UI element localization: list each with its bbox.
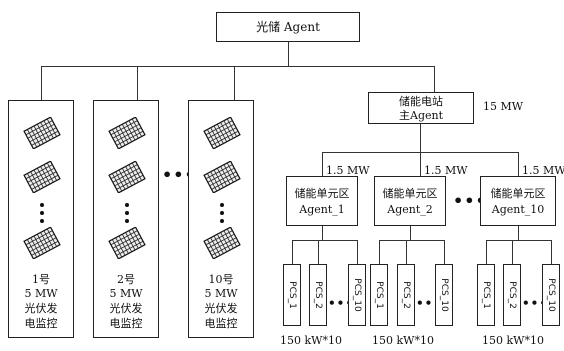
connector	[318, 240, 319, 264]
pv-station-power: 5 MW	[9, 287, 73, 300]
connector	[41, 66, 435, 67]
pcs-box: PCS_2	[309, 264, 327, 326]
pv-station-name-2: 电监控	[9, 317, 73, 330]
pcs-box: PCS_10	[542, 264, 560, 326]
connector	[551, 240, 552, 264]
pcs-label: PCS_2	[313, 281, 323, 309]
pv-station-id: 2号	[94, 273, 158, 286]
pcs-label: PCS_1	[287, 281, 297, 309]
storage-unit-agent-1: 储能单元区 Agent_1	[286, 176, 358, 226]
pcs-label: PCS_10	[439, 278, 449, 311]
solar-panel-icon	[23, 227, 61, 259]
solar-panel-icon	[23, 161, 61, 193]
connector	[288, 42, 289, 66]
pcs-box: PCS_1	[283, 264, 301, 326]
pcs-box: PCS_2	[397, 264, 415, 326]
connector	[486, 240, 552, 241]
storage-unit-line2: Agent_1	[287, 203, 357, 216]
pv-station-1: 1号 5 MW 光伏发 电监控	[8, 100, 74, 338]
connector	[420, 152, 421, 176]
storage-unit-line1: 储能单元区	[375, 187, 445, 200]
pv-station-name-1: 光伏发	[189, 302, 253, 315]
root-agent-node: 光储 Agent	[216, 12, 360, 42]
pv-station-10: 10号 5 MW 光伏发 电监控	[188, 100, 254, 338]
pcs-total-label: 150 kW*10	[280, 334, 342, 347]
connector	[444, 240, 445, 264]
connector	[322, 152, 323, 176]
connector	[434, 66, 435, 92]
pcs-label: PCS_1	[374, 281, 384, 309]
vertical-ellipsis	[39, 203, 45, 227]
solar-panel-icon	[108, 227, 146, 259]
pv-station-name-2: 电监控	[94, 317, 158, 330]
connector	[292, 240, 358, 241]
connector	[410, 226, 411, 240]
connector	[379, 240, 380, 264]
connector	[486, 240, 487, 264]
pv-station-name-1: 光伏发	[9, 302, 73, 315]
storage-unit-line1: 储能单元区	[287, 187, 357, 200]
pcs-box: PCS_1	[370, 264, 388, 326]
solar-panel-icon	[203, 161, 241, 193]
pv-station-name-1: 光伏发	[94, 302, 158, 315]
solar-panel-icon	[108, 117, 146, 149]
pv-station-2: 2号 5 MW 光伏发 电监控	[93, 100, 159, 338]
pcs-box: PCS_10	[435, 264, 453, 326]
connector	[357, 240, 358, 264]
pcs-label: PCS_10	[546, 278, 556, 311]
solar-panel-icon	[203, 227, 241, 259]
connector	[137, 66, 138, 100]
connector	[379, 240, 445, 241]
pcs-box: PCS_2	[503, 264, 521, 326]
pv-station-power: 5 MW	[94, 287, 158, 300]
storage-unit-agent-10: 储能单元区 Agent_10	[480, 176, 556, 226]
storage-unit-line2: Agent_10	[481, 203, 555, 216]
pcs-box: PCS_10	[348, 264, 366, 326]
storage-unit-line1: 储能单元区	[481, 187, 555, 200]
storage-main-agent-node: 储能电站 主Agent	[368, 92, 474, 124]
storage-unit-agent-2: 储能单元区 Agent_2	[374, 176, 446, 226]
vertical-ellipsis	[124, 203, 130, 227]
pcs-label: PCS_2	[401, 281, 411, 309]
connector	[322, 226, 323, 240]
pcs-total-label: 150 kW*10	[372, 334, 434, 347]
connector	[512, 240, 513, 264]
pv-station-id: 10号	[189, 273, 253, 286]
pv-station-power: 5 MW	[189, 287, 253, 300]
connector	[292, 240, 293, 264]
storage-main-line1: 储能电站	[369, 95, 473, 108]
pcs-box: PCS_1	[477, 264, 495, 326]
storage-main-capacity: 15 MW	[483, 100, 523, 113]
solar-panel-icon	[23, 117, 61, 149]
solar-panel-icon	[108, 161, 146, 193]
connector	[234, 66, 235, 100]
root-agent-label: 光储 Agent	[217, 21, 359, 34]
connector	[518, 152, 519, 176]
pcs-label: PCS_2	[507, 281, 517, 309]
connector	[518, 226, 519, 240]
storage-main-line2: 主Agent	[369, 109, 473, 122]
pv-station-id: 1号	[9, 273, 73, 286]
connector	[420, 124, 421, 152]
pv-station-name-2: 电监控	[189, 317, 253, 330]
vertical-ellipsis	[219, 203, 225, 227]
connector	[41, 66, 42, 100]
pcs-label: PCS_10	[352, 278, 362, 311]
pcs-label: PCS_1	[481, 281, 491, 309]
storage-unit-line2: Agent_2	[375, 203, 445, 216]
connector	[406, 240, 407, 264]
solar-panel-icon	[203, 117, 241, 149]
pcs-total-label: 150 kW*10	[482, 334, 544, 347]
